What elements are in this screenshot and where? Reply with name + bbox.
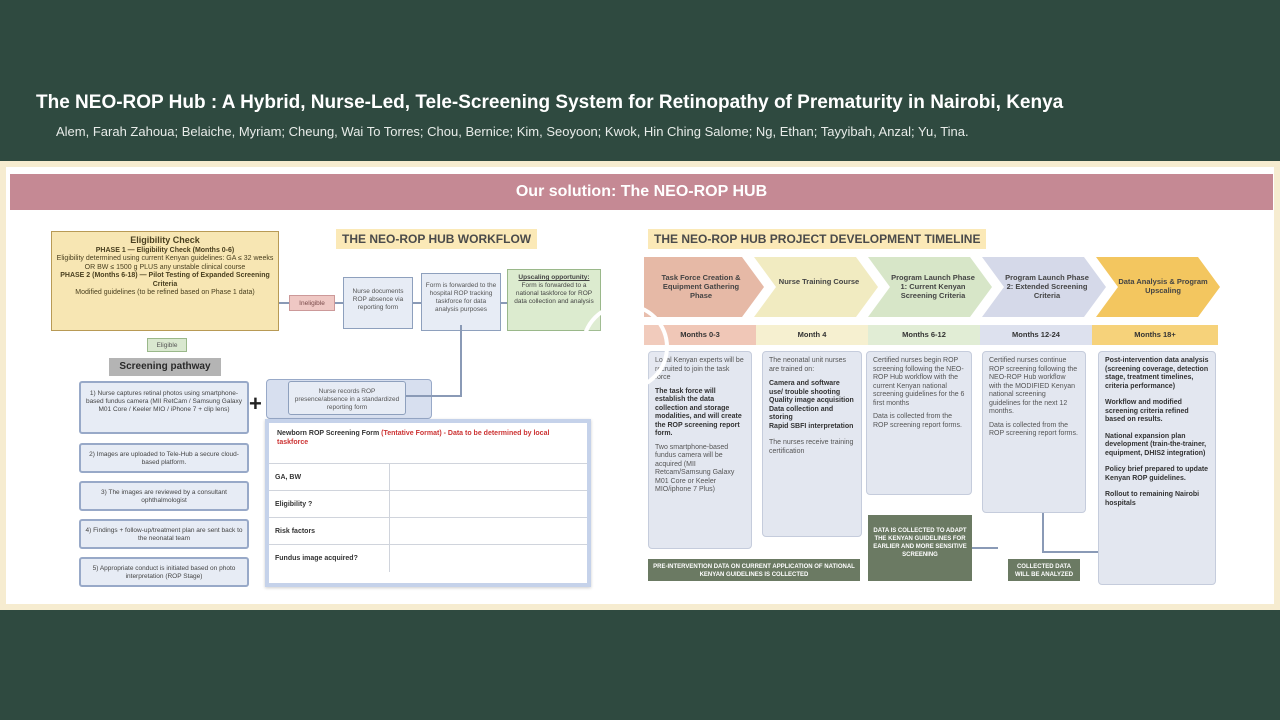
phase1-heading: PHASE 1 — Eligibility Check (Months 0-6) [95,246,235,254]
phase-chevron [644,257,764,317]
form-row-label: GA, BW [269,463,390,491]
upscaling-heading: Upscaling opportunity: [518,274,590,281]
col5-item: Policy brief prepared to update Kenyan R… [1105,466,1209,482]
connector [335,302,343,304]
phase-label-4: Program Launch Phase 2: Extended Screeni… [1005,273,1089,300]
timeline-column-2: The neonatal unit nurses are trained on:… [762,351,862,537]
collected-data-box: COLLECTED DATA WILL BE ANALYZED [1008,559,1080,581]
connector [413,302,421,304]
ineligible-chip: Ineligible [289,295,335,311]
form-row-label: Eligibility ? [269,490,390,518]
form-note: (Tentative Format) - Data to be determin… [277,430,550,446]
col2-intro: The neonatal unit nurses are trained on: [769,357,847,373]
col1-p2: The task force will establish the data c… [655,387,742,438]
month-label-5: Months 18+ [1092,325,1218,345]
adapt-guidelines-box: DATA IS COLLECTED TO ADAPT THE KENYAN GU… [868,515,972,581]
upscaling-text: Form is forwarded to a national taskforc… [514,282,594,305]
phase-label-2: Nurse Training Course [778,277,860,286]
form-row-value [389,490,587,518]
form-row-label: Risk factors [269,517,390,545]
connector [1042,513,1044,553]
phase2-text: Modified guidelines (to be refined based… [75,289,255,296]
pathway-step-5: 5) Appropriate conduct is initiated base… [79,557,249,587]
col1-p3: Two smartphone-based fundus camera will … [655,443,735,494]
eligible-chip: Eligible [147,338,187,352]
pathway-step-3: 3) The images are reviewed by a consulta… [79,481,249,511]
phase-chevron [754,257,878,317]
form-row: GA, BW [269,463,587,491]
connector [406,395,462,397]
solution-banner: Our solution: The NEO-ROP HUB [10,174,1273,210]
col2-item: Quality image acquisition [769,397,854,404]
form-row: Risk factors [269,517,587,545]
col2-item: Rapid SBFI interpretation [769,422,854,430]
poster-title: The NEO-ROP Hub : A Hybrid, Nurse-Led, T… [36,92,1064,113]
pathway-step-4: 4) Findings + follow-up/treatment plan a… [79,519,249,549]
poster-authors: Alem, Farah Zahoua; Belaiche, Myriam; Ch… [56,124,969,139]
connector [1042,551,1098,553]
col5-item: National expansion plan development (tra… [1105,432,1207,457]
month-label-3: Months 6-12 [868,325,980,345]
connector [279,302,289,304]
month-label-1: Months 0-3 [644,325,756,345]
form-header: Newborn ROP Screening Form (Tentative Fo… [269,423,587,463]
form-forwarded-box: Form is forwarded to the hospital ROP tr… [421,273,501,331]
form-table: GA, BW Eligibility ? Risk factors Fundus… [269,463,587,572]
form-row-label: Fundus image acquired? [269,544,390,572]
phase-chevron [868,257,992,317]
timeline-column-4: Certified nurses continue ROP screening … [982,351,1086,513]
eligibility-title: Eligibility Check [130,235,200,245]
play-icon [615,327,647,367]
play-button[interactable] [581,303,669,391]
upscaling-box: Upscaling opportunity: Form is forwarded… [507,269,601,331]
nurse-records-box: Nurse records ROP presence/absence in a … [288,381,406,415]
col2-item: Data collection and storing [769,405,834,422]
plus-sign: + [249,391,262,416]
col5-item: Workflow and modified screening criteria… [1105,399,1189,423]
phase-label-5: Data Analysis & Program Upscaling [1118,277,1208,295]
nurse-documents-box: Nurse documents ROP absence via reportin… [343,277,413,329]
col5-item: Post-intervention data analysis (screeni… [1105,357,1209,390]
form-row-value [389,463,587,491]
screening-form: Newborn ROP Screening Form (Tentative Fo… [265,419,591,587]
pathway-step-2: 2) Images are uploaded to Tele-Hub a sec… [79,443,249,473]
col3-p1: Certified nurses begin ROP screening fol… [873,357,965,407]
phase-label-1: Task Force Creation & Equipment Gatherin… [661,273,741,300]
pathway-step-1: 1) Nurse captures retinal photos using s… [79,381,249,434]
workflow-section-title: THE NEO-ROP HUB WORKFLOW [336,229,538,249]
month-label-4: Months 12-24 [980,325,1092,345]
connector [501,302,507,304]
phase1-text: Eligibility determined using current Ken… [56,255,274,271]
phase-label-3: Program Launch Phase 1: Current Kenyan S… [891,273,975,300]
connector [460,325,462,397]
form-row-value [389,517,587,545]
col4-p1: Certified nurses continue ROP screening … [989,357,1078,415]
timeline-section-title: THE NEO-ROP HUB PROJECT DEVELOPMENT TIME… [648,229,987,249]
form-row: Fundus image acquired? [269,544,587,572]
col4-p2: Data is collected from the ROP screening… [989,421,1078,438]
pre-intervention-box: PRE-INTERVENTION DATA ON CURRENT APPLICA… [648,559,860,581]
phase-chevron [982,257,1106,317]
eligibility-check-box: Eligibility Check PHASE 1 — Eligibility … [51,231,279,331]
form-title: Newborn ROP Screening Form [277,430,380,437]
col1-p1: Local Kenyan experts will be recruited t… [655,357,744,381]
form-row-value [389,544,587,572]
col3-p2: Data is collected from the ROP screening… [873,413,962,429]
form-row: Eligibility ? [269,490,587,518]
col2-outro: The nurses receive training certificatio… [769,439,854,455]
phase-chevron [1096,257,1220,317]
screening-pathway-header: Screening pathway [109,358,221,376]
col5-item: Rollout to remaining Nairobi hospitals [1105,491,1200,507]
timeline-column-5: Post-intervention data analysis (screeni… [1098,351,1216,585]
timeline-chevrons [644,257,1220,317]
timeline-column-3: Certified nurses begin ROP screening fol… [866,351,972,495]
connector [972,547,998,549]
timeline-column-1: Local Kenyan experts will be recruited t… [648,351,752,549]
phase2-heading: PHASE 2 (Months 6-18) — Pilot Testing of… [60,272,270,288]
col2-item: Camera and software use/ trouble shootin… [769,380,841,396]
month-label-2: Month 4 [756,325,868,345]
